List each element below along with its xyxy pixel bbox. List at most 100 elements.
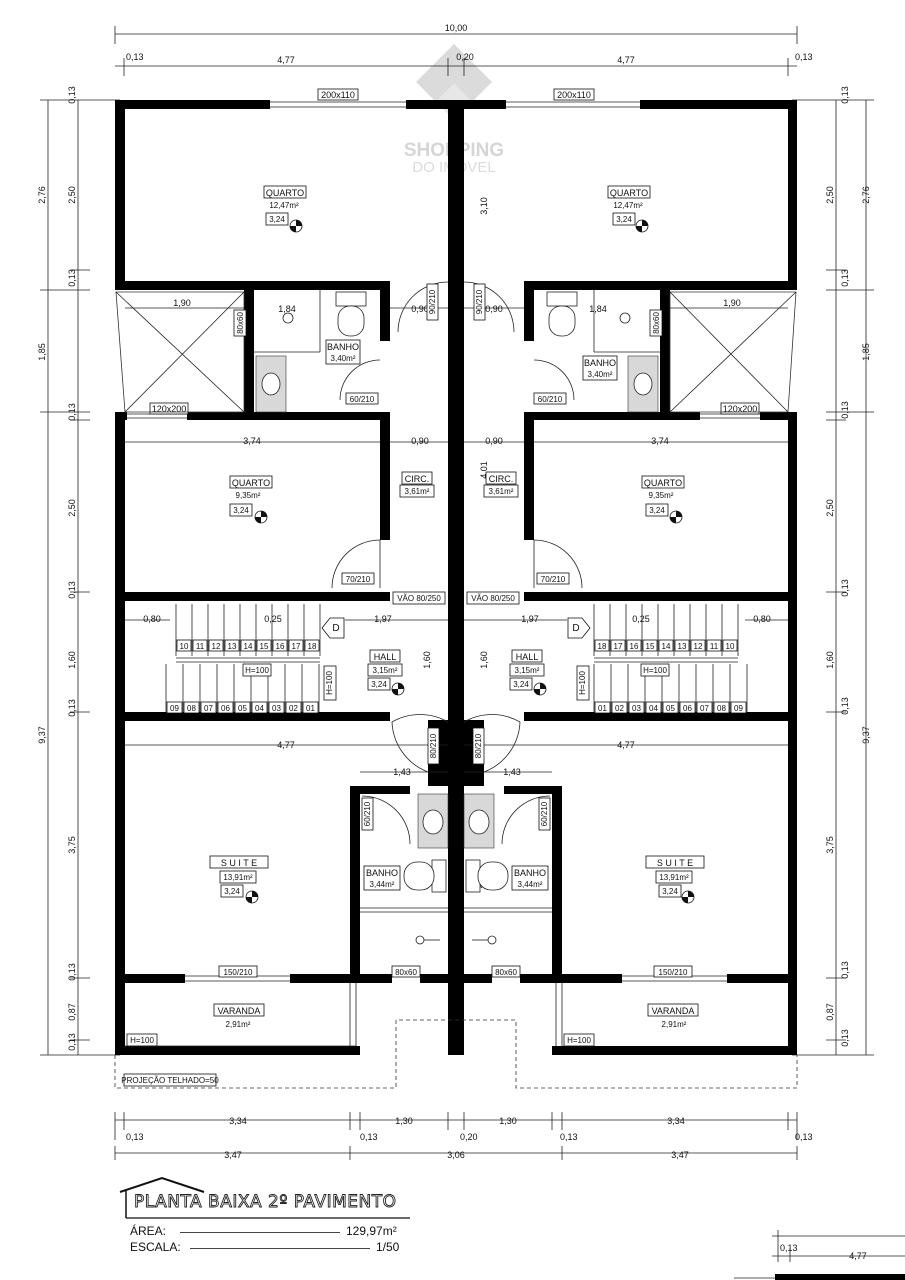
dim-left-seg-1: 0,13	[67, 86, 77, 104]
dim-left-seg-3: 0,13	[67, 269, 77, 287]
dim-left-group-3: 9,37	[37, 726, 47, 744]
suite-right-area: 13,91m²	[659, 873, 689, 882]
quarto-top-right-area: 12,47m²	[613, 201, 643, 210]
banho-top-left-area: 3,40m²	[331, 354, 356, 363]
banho-suite-right-area: 3,44m²	[518, 880, 543, 889]
quarto-mid-right-area: 9,35m²	[649, 491, 674, 500]
door-banho-top-left-label: 60/210	[350, 395, 375, 404]
door-quarto-top-left-label: 90/210	[428, 289, 437, 314]
door-suite-left: 80/210	[391, 714, 449, 773]
suite-left-name: S U I T E	[221, 858, 257, 868]
room-varanda-right: VARANDA 2,91m² H=100	[563, 1003, 699, 1047]
scale-value: 1/50	[376, 1240, 400, 1254]
dim-left-group-1: 2,76	[37, 186, 47, 204]
shower-valve-icon	[487, 935, 497, 945]
dim-left-group-2: 1,85	[37, 343, 47, 361]
stair-step-number: 17	[292, 642, 301, 651]
stair-step-number: 06	[221, 704, 230, 713]
shower-drain-icon	[619, 312, 631, 324]
dim-right-group-2: 1,85	[861, 343, 871, 361]
room-suite-right: S U I T E 13,91m² 3,24	[645, 855, 705, 904]
sink-icon	[422, 809, 444, 835]
stair-step-box	[611, 701, 628, 714]
banho-suite-left-name: BANHO	[366, 868, 398, 878]
stair-step-number: 11	[710, 642, 719, 651]
stair-step-number: 08	[187, 704, 196, 713]
dim-left-seg-12: 0,13	[67, 1033, 77, 1051]
dim-bottom-small-3: 0,20	[460, 1132, 478, 1142]
window-mid-right-label: 120x200	[723, 404, 758, 414]
toilet-tank-icon	[546, 291, 578, 307]
dim-left-seg-9: 3,75	[67, 836, 77, 854]
stair-step-number: 14	[244, 642, 253, 651]
dim-bottom-row2-1: 3,47	[224, 1150, 242, 1160]
banho-top-right-name: BANHO	[584, 358, 616, 368]
banho-top-left-name: BANHO	[327, 342, 359, 352]
window-banho-top-left-label: 80x60	[236, 312, 245, 334]
stair-step-box	[166, 701, 183, 714]
stair-step-number: 10	[180, 642, 189, 651]
window-banho-suite-right-label: 80x60	[495, 968, 517, 977]
stair-step-number: 07	[204, 704, 213, 713]
stair-step-box	[304, 639, 320, 652]
room-circ-left: CIRC. 3,61m²	[399, 471, 435, 498]
toilet-icon	[403, 861, 435, 891]
window-mid-left: 120x200	[127, 402, 189, 419]
door-varanda-left: 150/210	[185, 965, 290, 982]
dim-stair-right-080: 0,80	[753, 614, 771, 624]
door-quarto-mid-left-label: 70/210	[346, 575, 371, 584]
house-roof-icon	[119, 1176, 410, 1219]
dim-void-right: 1,90	[723, 298, 741, 308]
dim-h401: 4,01	[479, 461, 489, 479]
stair-step-number: 08	[717, 704, 726, 713]
area-leader-line	[180, 1232, 340, 1233]
door-banho-suite-left-label: 60/210	[363, 801, 372, 826]
dim-top-e: 0,13	[795, 52, 813, 62]
dim-left-seg-7: 1,60	[67, 651, 77, 669]
dim-right-group-1: 2,76	[861, 186, 871, 204]
stair-step-box	[217, 701, 234, 714]
area-label: ÁREA:	[130, 1224, 167, 1238]
stair-step-box	[183, 701, 200, 714]
stair-left-marker: D	[332, 623, 339, 634]
circ-left-name: CIRC.	[405, 474, 430, 484]
dim-right-seg-10: 0,13	[840, 961, 850, 979]
door-quarto-top-left: 90/210	[397, 281, 449, 333]
dim-banho-suite-right-w: 1,43	[503, 767, 521, 777]
dim-hall-right-w: 1,97	[521, 614, 539, 624]
stair-step-box	[713, 701, 730, 714]
stair-step-number: 05	[238, 704, 247, 713]
stair-step-number: 04	[649, 704, 658, 713]
stair-step-box	[722, 639, 738, 652]
dim-bottom-3: 1,30	[499, 1116, 517, 1126]
stair-step-box	[696, 701, 713, 714]
opening-left-label: VÃO 80/250	[397, 594, 441, 603]
banho-suite-left: 60/210 BANHO 3,44m² 80x60	[360, 793, 449, 978]
stair-left-h100-v: H=100	[325, 671, 334, 695]
dim-right-group-3: 9,37	[861, 726, 871, 744]
stair-step-number: 17	[614, 642, 623, 651]
stair-step-box	[642, 639, 658, 652]
stair-step-number: 06	[683, 704, 692, 713]
dim-top-d: 4,77	[617, 55, 635, 65]
dim-circ-top-right: 0,90	[485, 304, 503, 314]
opening-right-label: VÃO 80/250	[471, 594, 515, 603]
stair-step-box	[224, 639, 240, 652]
hall-right-name: HALL	[516, 652, 539, 662]
dim-right-seg-7: 1,60	[825, 651, 835, 669]
room-suite-left: S U I T E 13,91m² 3,24	[209, 855, 269, 904]
stair-step-box	[674, 639, 690, 652]
varanda-right-area: 2,91m²	[662, 1020, 687, 1029]
stair-step-box	[192, 639, 208, 652]
left-dimensions: 2,76 1,85 9,37 0,13 2,50 0,13 0,13 2,50 …	[37, 86, 120, 1056]
dim-total-width: 10,00	[445, 23, 468, 33]
stair-step-box	[268, 701, 285, 714]
dim-bottom-2: 1,30	[395, 1116, 413, 1126]
hall-right-area: 3,15m²	[515, 666, 540, 675]
dim-bottom-small-1: 0,13	[126, 1132, 144, 1142]
window-banho-top-right-label: 80x60	[652, 312, 661, 334]
stair-step-box	[176, 639, 192, 652]
interior-dimensions: 1,90 1,90 1,84 1,84 0,90 0,90 3,74 3,74 …	[125, 197, 788, 889]
dim-h310: 3,10	[479, 197, 489, 215]
